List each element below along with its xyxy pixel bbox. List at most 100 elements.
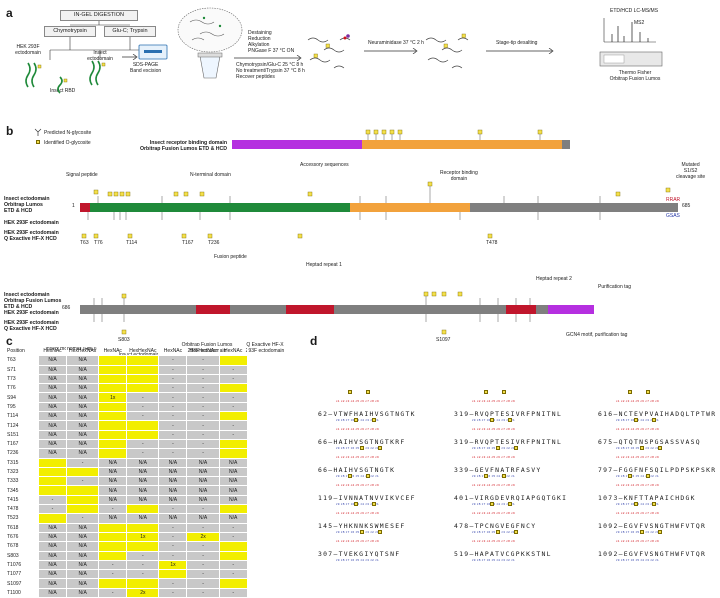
peptide-start: 307– (318, 550, 339, 558)
accessory-label: Accessory sequences (300, 162, 349, 168)
table-cell: 1x (98, 392, 128, 403)
position-cell: T678 (4, 541, 39, 552)
table-cell: 1x (126, 531, 160, 543)
table-cell: - (158, 364, 188, 375)
sds-page-label: SDS-PAGE Band excision (130, 62, 162, 74)
peptide-start: 339– (454, 466, 475, 474)
peptide-sequence: 478–TPCNGVEGFNCY (454, 522, 536, 530)
table-cell (65, 485, 100, 496)
peptide-sequence: 1092–EGVFVSNGTHWFVTQR (598, 522, 706, 530)
table-cell: - (218, 364, 248, 375)
o-glycan-icon (652, 418, 656, 422)
table-cell: - (98, 569, 128, 580)
table-cell (126, 504, 160, 515)
table-cell: - (218, 531, 248, 543)
table-cell: N/A (65, 559, 100, 571)
column-header: HexNAc (158, 345, 188, 357)
o-glycan-icon (360, 446, 364, 450)
table-cell: - (158, 550, 188, 561)
table-cell: - (186, 383, 220, 394)
table-cell (38, 457, 67, 468)
gsas-label: GSAS (666, 213, 680, 219)
table-cell: - (158, 420, 188, 431)
fragment-ions-z: z9 z8 z7 z6 z5 z4 z3 z2 z1 (472, 474, 515, 478)
table-cell: - (158, 522, 188, 533)
position-cell: T333 (4, 476, 39, 487)
peptide-start: 319– (454, 410, 475, 418)
table-cell (126, 355, 160, 366)
peptide-start: 797– (598, 466, 619, 474)
hek-site-t167: T167 (182, 240, 194, 246)
col-group-qexactive: Q Exactive HF-X 293F ectodomain (245, 342, 285, 354)
n1-label: 1 (72, 203, 75, 209)
table-cell: N/A (65, 522, 100, 533)
fragment-ions-z: z9 z8 z7 z6 z5 z4 z3 z2 z1 (472, 530, 515, 534)
position-cell: T676 (4, 531, 39, 543)
peptide-residues: HAIHVSGTNGTK (333, 466, 396, 474)
column-header: HexHexNAc (65, 345, 100, 357)
column-header: HexNAc (98, 345, 128, 357)
peptide-sequence: 307–TVEKGIYQTSNF (318, 550, 400, 558)
table-cell: N/A (38, 448, 67, 459)
table-cell: - (186, 448, 220, 459)
insect-rbd-label: Insect RBD (50, 88, 76, 94)
ms-instrument-icon (599, 51, 663, 67)
column-header: HexHexNAc (126, 345, 160, 357)
table-cell: - (158, 438, 188, 450)
peptide-start: 145– (318, 522, 339, 530)
o-glycan-icon (658, 446, 662, 450)
table-cell: N/A (65, 587, 100, 598)
hek-site-t114: T114 (126, 240, 138, 246)
purification-label: Purification tag (598, 284, 632, 290)
o-glycan-icon (514, 530, 518, 534)
fragment-ions-z: z9 z8 z7 z6 z5 z4 z3 z2 z1 (336, 474, 379, 478)
peptide-start: 616– (598, 410, 619, 418)
table-cell: N/A (98, 513, 128, 524)
table-cell: - (158, 401, 188, 413)
table-cell: - (186, 420, 220, 431)
table-cell: - (218, 569, 248, 580)
table-cell: - (38, 504, 67, 515)
arrow-a1 (122, 54, 138, 60)
table-cell: N/A (98, 476, 128, 487)
n685-label: 685 (682, 203, 691, 209)
legend-o-icon (36, 140, 40, 144)
fragment-ions-z: z9 z8 z7 z6 z5 z4 z3 z2 z1 (616, 474, 659, 478)
table-cell: - (158, 383, 188, 394)
fragment-ions-z: z9 z8 z7 z6 z5 z4 z3 z2 z1 (336, 530, 379, 534)
table-cell (98, 550, 128, 561)
table-cell (126, 364, 160, 375)
ecto-sites-top (93, 181, 671, 203)
table-row: T478---- (4, 504, 248, 515)
hek-site-t76: T76 (94, 240, 103, 246)
peptide-residues: EGVFVSNGTHWFVTQR (623, 522, 707, 530)
table-cell: - (218, 420, 248, 431)
table-cell: N/A (38, 541, 67, 552)
s2-grey-bar-4 (536, 305, 548, 314)
column-header: HexHexNAc (186, 345, 220, 357)
peptide-sequence: 797–FGGFNFSQILPDPSKPSKR (598, 466, 716, 474)
table-cell (158, 569, 188, 580)
table-cell: N/A (38, 578, 67, 589)
table-cell: - (158, 504, 188, 515)
peptide-sequence: 319–RVQPTESIVRFPNITNL (454, 438, 562, 446)
table-cell: - (186, 401, 220, 413)
peptide-start: 119– (318, 494, 339, 502)
table-cell: - (186, 429, 220, 440)
s2-grey-bar-1 (80, 305, 196, 314)
peptide-residues: RVQPTESIVRFPNITNL (474, 410, 563, 418)
fragment-ions-c: c1 c2 c3 c4 c5 c6 c7 c8 c9 (472, 483, 515, 487)
o-glycan-icon (348, 390, 352, 394)
table-cell: N/A (65, 355, 100, 366)
o-glycan-icon (646, 390, 650, 394)
ms2-label: MS2 (634, 20, 645, 26)
table-cell: N/A (65, 383, 100, 394)
hek-site-t478: T478 (486, 240, 498, 246)
panel-label-c: c (6, 334, 13, 348)
table-cell (98, 541, 128, 552)
o-glycan-icon (484, 390, 488, 394)
peptide-residues: VIRGDEVRQIAPGQTGKI (474, 494, 568, 502)
